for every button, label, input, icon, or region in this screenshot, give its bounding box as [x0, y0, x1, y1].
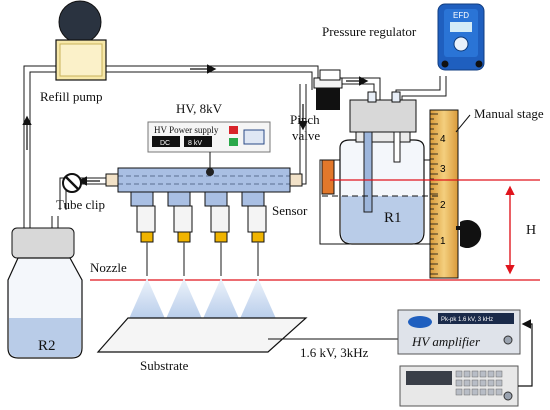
r1-label: R1 [384, 210, 402, 226]
ruler-number-1: 1 [440, 236, 446, 247]
ruler-number-3: 3 [440, 164, 446, 175]
generator-key [471, 388, 479, 396]
red-indicator [229, 126, 238, 134]
generator-key [463, 370, 471, 378]
hv-power-supply-label: HV Power supply [154, 125, 219, 135]
r2-label: R2 [38, 338, 56, 354]
manual-stage: 4 3 2 1 [429, 109, 482, 279]
substrate-plate [96, 317, 308, 353]
height-label: H [526, 223, 536, 238]
generator-key [495, 388, 503, 396]
generator-key [479, 370, 487, 378]
generator-key [463, 379, 471, 387]
nozzle-4 [235, 191, 281, 330]
hv-amplifier: Pk-pk 1.6 kV, 3 kHz HV amplifier [397, 309, 521, 355]
generator-key [463, 388, 471, 396]
generator-key [479, 379, 487, 387]
hv-amplifier-label: HV amplifier [411, 334, 481, 349]
height-indicator [90, 179, 540, 281]
generator-key [455, 370, 463, 378]
substrate-label: Substrate [140, 358, 189, 373]
nozzle-1 [124, 191, 170, 330]
pressure-regulator-label: Pressure regulator [322, 24, 417, 39]
generator-to-amplifier-arrow [518, 319, 533, 387]
tube-clip-icon [62, 173, 82, 193]
generator-key [471, 379, 479, 387]
ruler-number-4: 4 [440, 134, 446, 145]
pinch-valve-label-line1: Pinch [290, 112, 320, 127]
generator-key [487, 388, 495, 396]
regulator-dial-icon [453, 36, 469, 52]
generator-key [471, 370, 479, 378]
refill-pump [55, 0, 107, 81]
reservoir-r1 [319, 91, 440, 245]
sensor-label: Sensor [272, 203, 308, 218]
hv-label: HV, 8kV [176, 101, 223, 116]
pump-rotor [58, 0, 102, 44]
generator-key [455, 379, 463, 387]
manifold [105, 167, 303, 193]
generator-key [487, 379, 495, 387]
green-indicator [229, 138, 238, 146]
pinch-valve-label-line2: valve [292, 128, 320, 143]
generator-key [487, 370, 495, 378]
ruler-number-2: 2 [440, 200, 446, 211]
generator-key [479, 388, 487, 396]
generator-key [495, 379, 503, 387]
hv-power-supply: HV Power supply DC 8 kV [147, 121, 271, 168]
amp-display-text: Pk-pk 1.6 kV, 3 kHz [441, 317, 493, 323]
pinch-valve [313, 69, 343, 110]
dc-label: DC [160, 140, 170, 147]
efd-label: EFD [453, 11, 469, 20]
generator-key [455, 388, 463, 396]
flow-arrows [22, 64, 369, 186]
nozzle-array [124, 191, 281, 330]
tube-clip-label: Tube clip [56, 197, 105, 212]
kv-readout: 8 kV [188, 140, 202, 147]
reservoir-r2 [7, 227, 83, 359]
generator-key [495, 370, 503, 378]
nozzle-label: Nozzle [90, 260, 127, 275]
r1-inner-tube [363, 131, 373, 213]
refill-pump-label: Refill pump [40, 89, 102, 104]
manual-stage-label: Manual stage [474, 106, 544, 121]
amplifier-setting-label: 1.6 kV, 3kHz [300, 345, 369, 360]
nozzle-2 [161, 191, 207, 330]
regulator-display [450, 22, 472, 32]
electrode-contact [206, 168, 214, 176]
function-generator [399, 365, 519, 407]
nozzle-3 [198, 191, 244, 330]
sensor [321, 159, 335, 195]
stage-knob-icon [460, 220, 482, 249]
r1-cap [349, 99, 417, 133]
pressure-regulator: EFD [437, 3, 485, 71]
